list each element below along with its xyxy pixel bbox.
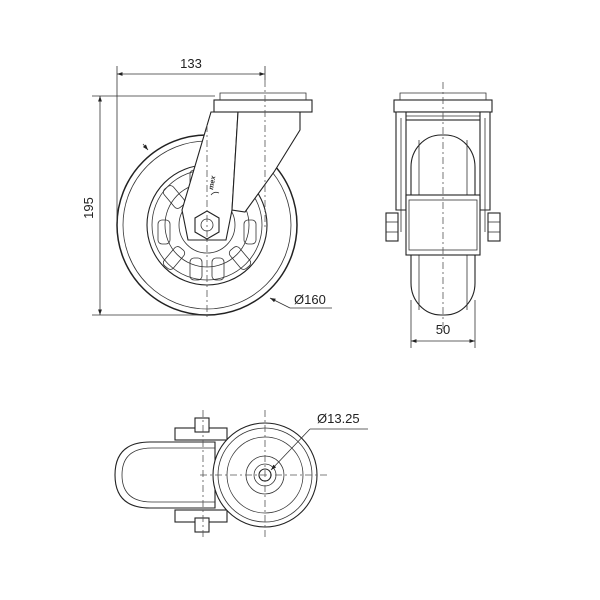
wheel-top [114, 441, 216, 509]
svg-text:mex: mex [208, 174, 218, 190]
dim-width-label: 133 [180, 56, 202, 71]
brand-logo: mex [208, 174, 220, 196]
dim-wheel-diameter-label: Ø160 [294, 292, 326, 307]
dim-height: 195 [81, 95, 215, 316]
dim-hole-diameter-label: Ø13.25 [317, 411, 360, 426]
dim-wheel-width: 50 [410, 300, 476, 348]
dim-wheel-diameter: Ø160 [142, 143, 332, 309]
bottom-view [114, 410, 330, 540]
dim-width: 133 [116, 56, 266, 222]
dim-hole-diameter: Ø13.25 [270, 411, 368, 471]
dim-height-label: 195 [81, 197, 96, 219]
side-view: mex [116, 80, 313, 320]
dim-wheel-width-label: 50 [436, 322, 450, 337]
mounting-plate [213, 99, 313, 113]
front-view [385, 82, 501, 330]
axle-bolt [385, 212, 399, 242]
